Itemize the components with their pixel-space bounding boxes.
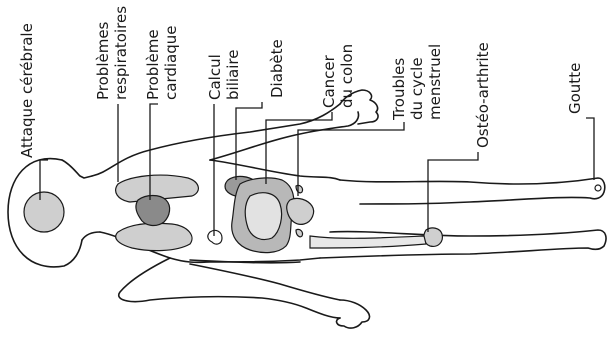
label-menstrual-line2: du cycle [408, 57, 426, 120]
toe-joint-organ [595, 185, 601, 191]
torso-top [210, 160, 340, 180]
label-stroke: Attaque cérébrale [18, 23, 36, 158]
lung-lower-organ [116, 223, 192, 250]
label-gallstone-line1: Calcul [206, 54, 224, 100]
label-menstrual-line3: menstruel [426, 44, 444, 120]
leader-lines [40, 102, 594, 236]
labels: Attaque cérébrale Problèmes respiratoire… [18, 6, 584, 158]
label-colon-cancer-line2: du colon [338, 44, 356, 108]
label-osteoarthritis: Ostéo-arthrite [474, 42, 492, 148]
gallbladder-organ [208, 230, 222, 244]
label-respiratory-line2: respiratoires [112, 6, 130, 100]
label-gout: Goutte [566, 63, 584, 114]
knee-joint-organ [424, 228, 442, 246]
label-respiratory-line1: Problèmes [94, 21, 112, 100]
label-cardiac-line2: cardiaque [162, 26, 180, 100]
lower-arm [119, 258, 340, 318]
femur-bone [310, 236, 426, 248]
leader-gout [586, 118, 594, 180]
label-menstrual-line1: Troubles [390, 58, 408, 121]
label-diabetes: Diabète [268, 39, 286, 98]
label-cardiac-line1: Problème [144, 29, 162, 100]
ovary-upper [296, 185, 303, 192]
leader-menstrual [298, 122, 404, 196]
leader-colon-cancer [266, 112, 332, 184]
label-gallstone-line2: biliaire [224, 50, 242, 100]
heart-organ [136, 196, 170, 226]
organs [24, 175, 601, 253]
intestine-inner [245, 193, 281, 240]
top-leg [340, 178, 605, 204]
ovary-lower [296, 229, 303, 236]
lower-arm-inner [190, 264, 340, 300]
brain-organ [24, 192, 64, 232]
leader-osteoarthritis [428, 152, 478, 232]
lower-hand [337, 300, 370, 328]
label-colon-cancer-line1: Cancer [320, 54, 338, 108]
neck-upper [62, 160, 92, 178]
upper-arm-outer [92, 104, 340, 176]
neck-lower [82, 232, 100, 240]
upper-arm-inner [210, 112, 359, 160]
